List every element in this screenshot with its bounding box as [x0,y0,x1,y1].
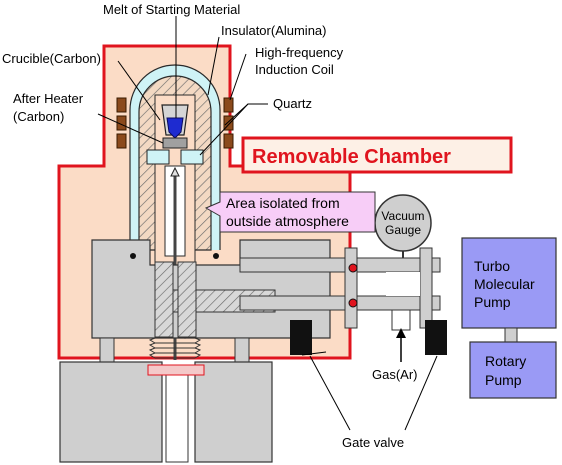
turbo-label-2: Molecular [474,276,535,292]
rotary-label-1: Rotary [485,353,526,369]
quartz-label: Quartz [273,96,312,111]
upper-pipe [239,257,441,273]
gate-valve-left [290,320,312,355]
lower-pipe [239,295,441,311]
after-heater-label-1: After Heater [13,91,84,106]
insulator-label: Insulator(Alumina) [221,23,327,38]
coil-label-1: High-frequency [255,45,344,60]
isolated-area-label-2: outside atmosphere [226,213,349,229]
melt-label: Melt of Starting Material [103,2,240,17]
after-heater [162,137,188,149]
bellows [148,337,202,359]
removable-chamber-label-box [241,136,513,174]
turbo-label-1: Turbo [474,258,510,274]
crucible-label: Crucible(Carbon) [2,51,101,66]
base-right [194,361,273,463]
leader-lines [97,16,438,431]
turbo-label-3: Pump [474,294,511,310]
isolated-area-callout [204,191,376,233]
vacuum-gauge-label-1: Vacuum [381,209,424,223]
turbo-molecular-pump [461,237,557,329]
gate-valve-label: Gate valve [342,435,404,450]
coil-label-2: Induction Coil [255,62,334,77]
melt-icon [166,117,184,139]
induction-coil-left [116,97,127,149]
quartz-left-piece [146,149,170,165]
gas-label: Gas(Ar) [372,367,418,382]
isolated-area-label-1: Area isolated from [226,195,340,211]
rotary-pump [469,341,557,399]
base-left [59,361,163,463]
induction-coil-right [223,97,234,149]
after-heater-label-2: (Carbon) [13,109,64,124]
rotary-label-2: Pump [485,372,522,388]
gate-valve-right [425,320,447,355]
vacuum-gauge-label-2: Gauge [385,223,421,237]
quartz-right-piece [180,149,204,165]
removable-chamber-label: Removable Chamber [252,146,451,168]
